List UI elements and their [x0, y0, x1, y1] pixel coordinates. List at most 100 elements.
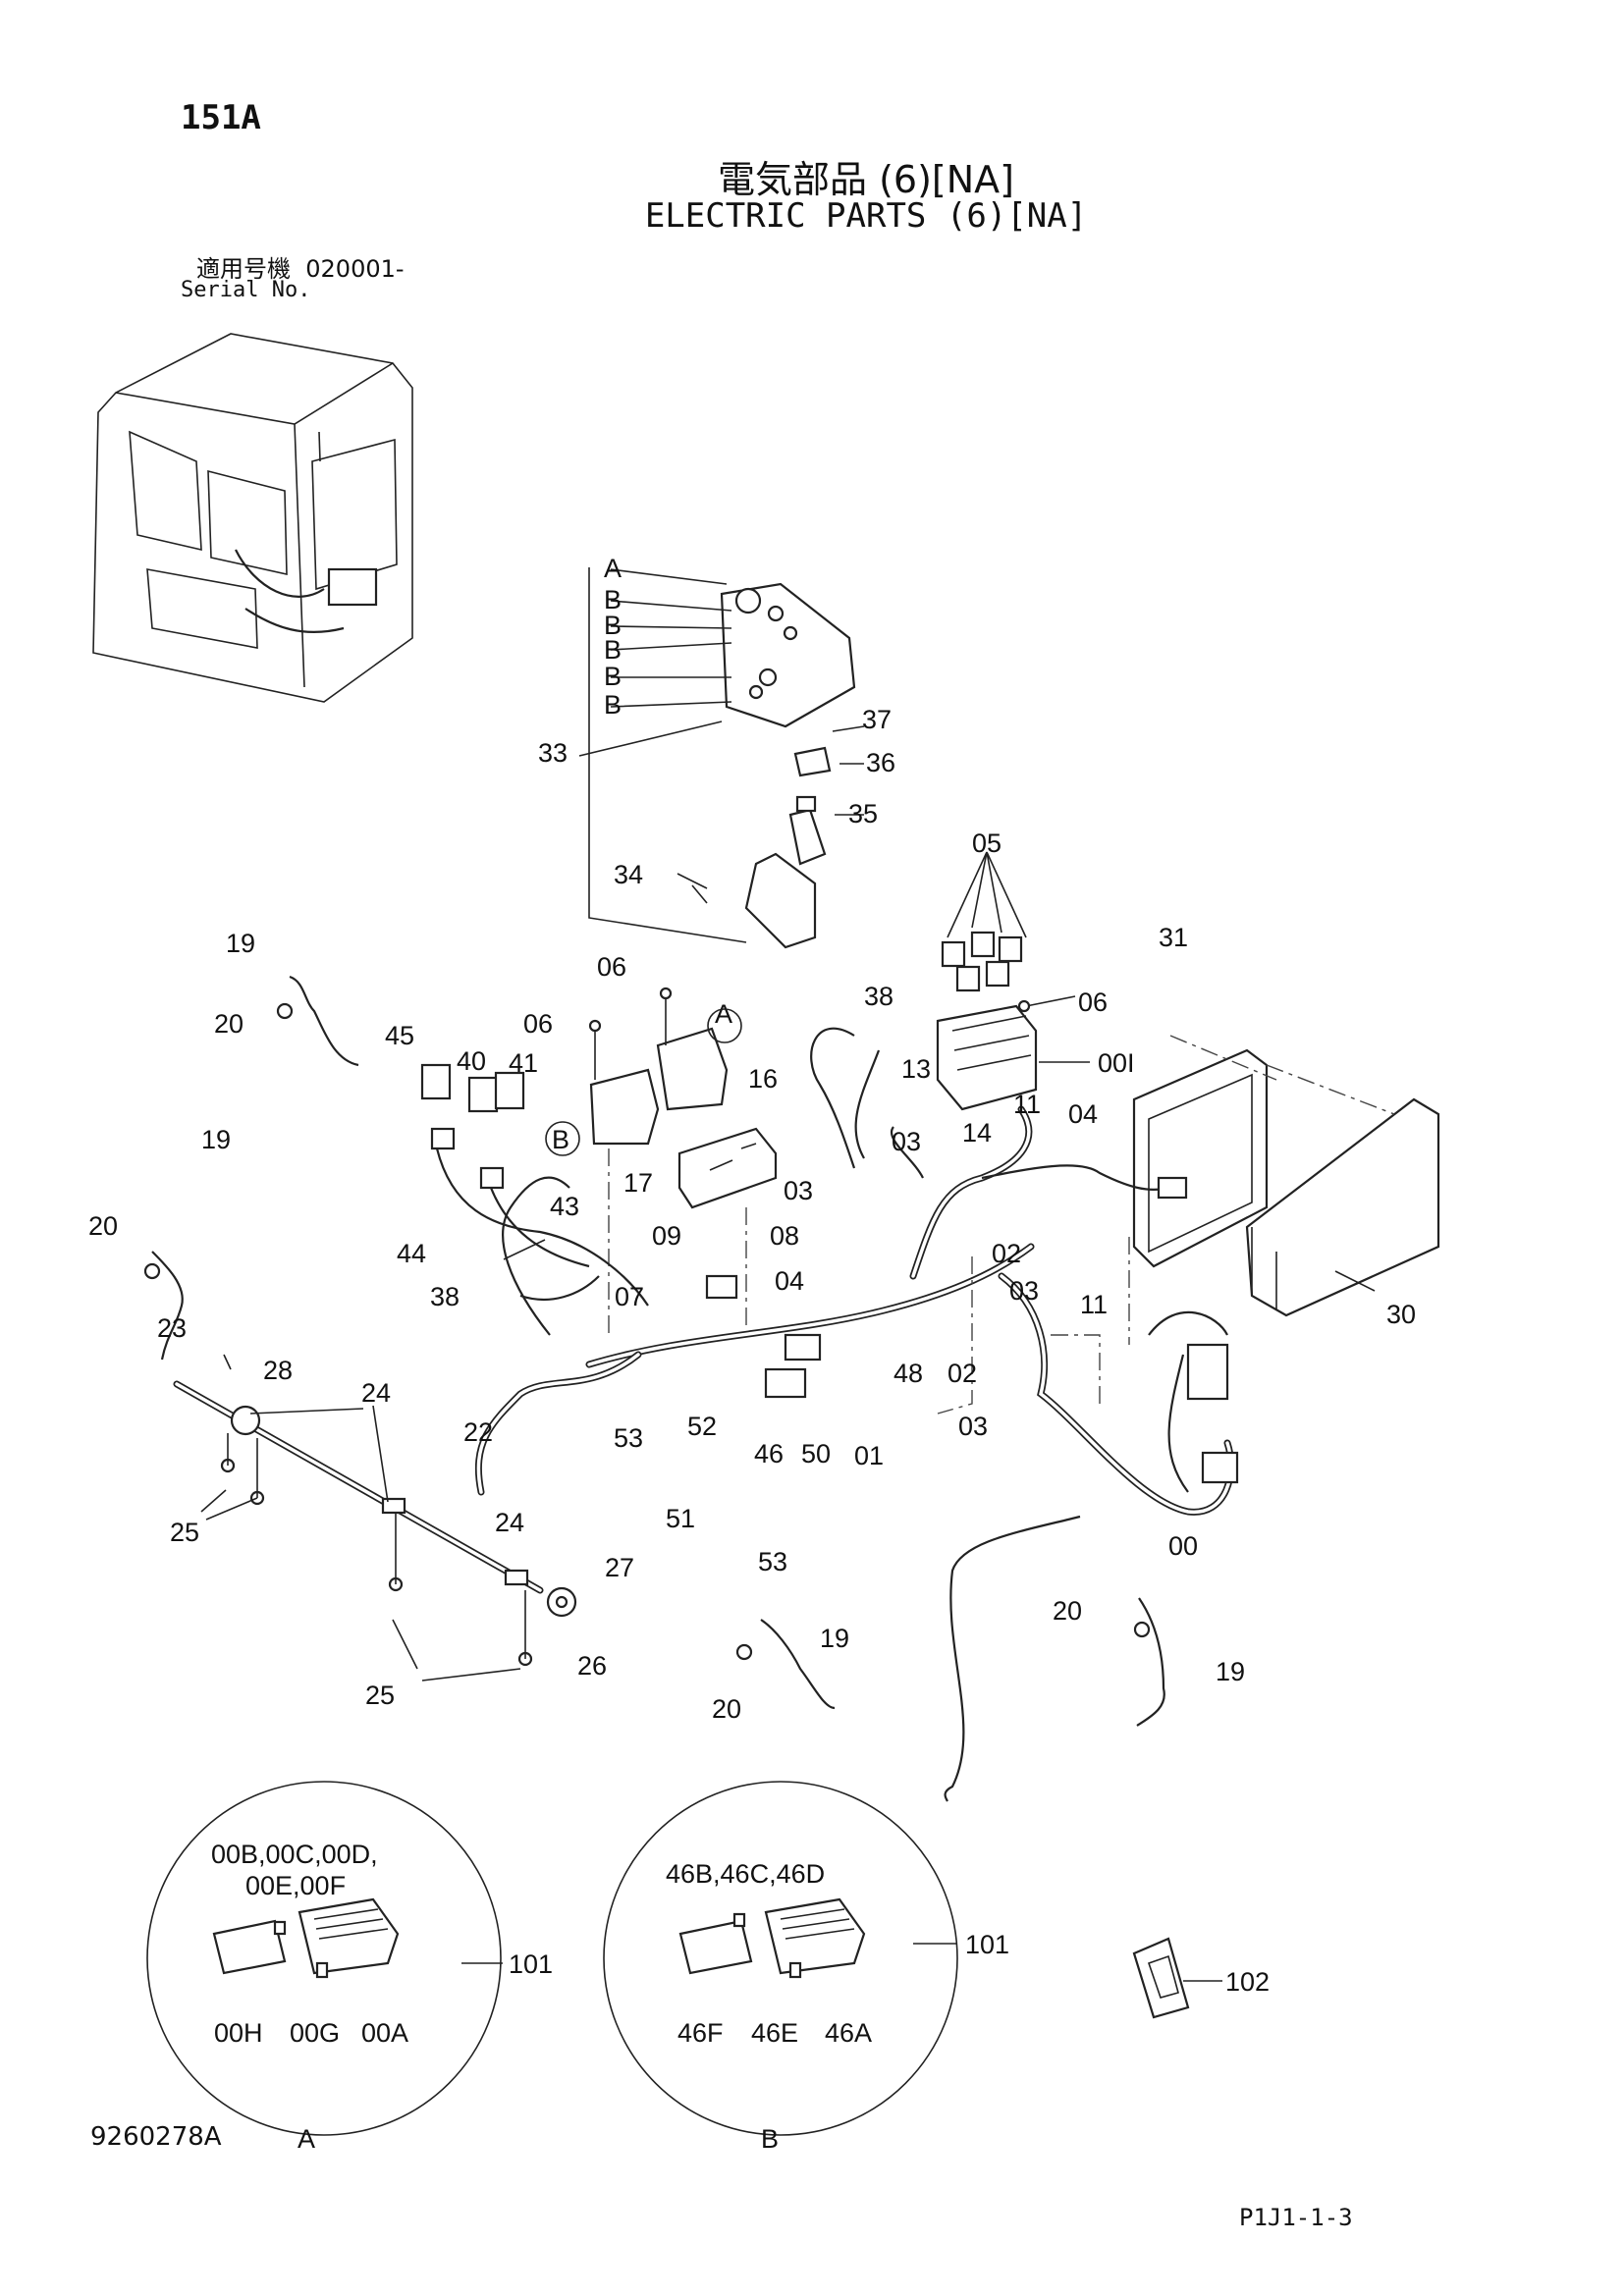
- callout-45: 45: [385, 1021, 414, 1050]
- callout-23: 23: [157, 1313, 187, 1343]
- callout-B-5: B: [604, 690, 622, 720]
- callout-11-top: 11: [1013, 1090, 1041, 1119]
- callout-A-circle: A: [715, 999, 732, 1029]
- callout-26: 26: [577, 1651, 607, 1681]
- callout-B-1: B: [604, 585, 622, 614]
- callout-B-circle: B: [552, 1125, 569, 1154]
- callout-44: 44: [397, 1239, 426, 1268]
- callout-38-left: 38: [430, 1282, 460, 1311]
- callout-B-2: B: [604, 611, 622, 640]
- callout-19-mid: 19: [820, 1624, 849, 1653]
- callout-04-mid: 04: [775, 1266, 804, 1296]
- title-japanese: 電気部品 (6)[NA]: [718, 158, 1014, 201]
- callout-00I: 00I: [1098, 1048, 1135, 1078]
- callout-24-top: 24: [361, 1378, 391, 1408]
- callout-20-right: 20: [1053, 1596, 1082, 1626]
- callout-04-right: 04: [1068, 1099, 1098, 1129]
- callout-00G: 00G: [290, 2018, 340, 2048]
- callout-27: 27: [605, 1553, 634, 1582]
- serial-value: 020001-: [305, 255, 405, 283]
- callout-20-left: 20: [88, 1211, 118, 1241]
- callout-50: 50: [801, 1439, 831, 1468]
- callout-00A: 00A: [361, 2018, 408, 2048]
- callout-25-left: 25: [170, 1518, 199, 1547]
- callout-48: 48: [893, 1359, 923, 1388]
- callout-20-top: 20: [214, 1009, 244, 1039]
- drawing-number: 9260278A: [90, 2122, 222, 2152]
- callout-43: 43: [550, 1192, 579, 1221]
- callout-30: 30: [1386, 1300, 1416, 1329]
- callout-B-3: B: [604, 635, 622, 665]
- serial-label-jp: 適用号機: [196, 255, 291, 283]
- ground-cables: [143, 975, 1165, 1727]
- callout-46F: 46F: [677, 2018, 724, 2048]
- callout-09: 09: [652, 1221, 681, 1251]
- serial-line: 適用号機 020001-: [196, 249, 405, 284]
- callout-46E: 46E: [751, 2018, 798, 2048]
- callout-06-left: 06: [523, 1009, 553, 1039]
- callout-11-bottom: 11: [1080, 1290, 1108, 1319]
- callout-06-mid: 06: [597, 952, 626, 982]
- callout-08: 08: [770, 1221, 799, 1251]
- callout-37: 37: [862, 705, 892, 734]
- decal-102: [1132, 1937, 1222, 2019]
- controller-assembly: [1132, 1035, 1440, 1317]
- title-english: ELECTRIC PARTS (6)[NA]: [644, 196, 1088, 236]
- callout-03-right: 03: [1009, 1276, 1039, 1306]
- callout-51: 51: [666, 1504, 695, 1533]
- callout-102: 102: [1225, 1967, 1270, 1997]
- callout-03-top: 03: [892, 1127, 921, 1156]
- relay-modules: [588, 987, 778, 1209]
- page-reference: P1J1-1-3: [1239, 2204, 1353, 2231]
- callout-17: 17: [623, 1168, 653, 1198]
- detail-a-parts-line2: 00E,00F: [245, 1871, 346, 1900]
- callout-41: 41: [509, 1048, 538, 1078]
- callout-19-top: 19: [226, 929, 255, 958]
- callout-53-bottom: 53: [758, 1547, 787, 1576]
- callout-05: 05: [972, 828, 1001, 858]
- callout-A: A: [604, 554, 622, 583]
- callout-38-top: 38: [864, 982, 893, 1011]
- fuse-box-assembly: [936, 851, 1090, 1111]
- callout-33: 33: [538, 738, 568, 768]
- detail-b-parts: 46B,46C,46D: [666, 1859, 825, 1889]
- detail-a-label: A: [298, 2124, 315, 2154]
- callout-02-top: 02: [992, 1239, 1021, 1268]
- callout-35: 35: [848, 799, 878, 828]
- callout-14: 14: [962, 1118, 992, 1148]
- callout-B-4: B: [604, 662, 622, 691]
- callout-02-bottom: 02: [947, 1359, 977, 1388]
- callout-52: 52: [687, 1412, 717, 1441]
- callout-40: 40: [457, 1046, 486, 1076]
- callout-13: 13: [901, 1054, 931, 1084]
- mounting-bar: [173, 1354, 577, 1682]
- detail-a-circle: [146, 1781, 503, 2136]
- callout-labels: A B B B B B 33 37 36 35 34 05 31 06 00I …: [88, 554, 1416, 2154]
- callout-31: 31: [1159, 923, 1188, 952]
- callout-03-lower: 03: [958, 1412, 988, 1441]
- callout-06-right: 06: [1078, 988, 1108, 1017]
- callout-101-a: 101: [509, 1949, 553, 1979]
- callout-34: 34: [614, 860, 643, 889]
- callout-00: 00: [1168, 1531, 1198, 1561]
- callout-19-right: 19: [1216, 1657, 1245, 1686]
- main-wiring-harness: [474, 1027, 1239, 1802]
- serial-label-en: Serial No.: [181, 278, 311, 302]
- detail-a-parts-line1: 00B,00C,00D,: [211, 1840, 378, 1869]
- callout-28: 28: [263, 1356, 293, 1385]
- detail-b-circle: [603, 1781, 958, 2136]
- callout-01: 01: [854, 1441, 884, 1470]
- callout-03-mid: 03: [784, 1176, 813, 1205]
- callout-07: 07: [615, 1282, 644, 1311]
- cab-overview-illustration: [92, 333, 413, 703]
- callout-19-left: 19: [201, 1125, 231, 1154]
- callout-36: 36: [866, 748, 895, 777]
- page-id: 151A: [181, 98, 261, 137]
- callout-16: 16: [748, 1064, 778, 1094]
- callout-25-bottom: 25: [365, 1681, 395, 1710]
- switch-panel-assembly: [578, 567, 865, 949]
- callout-22: 22: [463, 1417, 493, 1447]
- callout-24-bottom: 24: [495, 1508, 524, 1537]
- switch-harness: [420, 1063, 649, 1307]
